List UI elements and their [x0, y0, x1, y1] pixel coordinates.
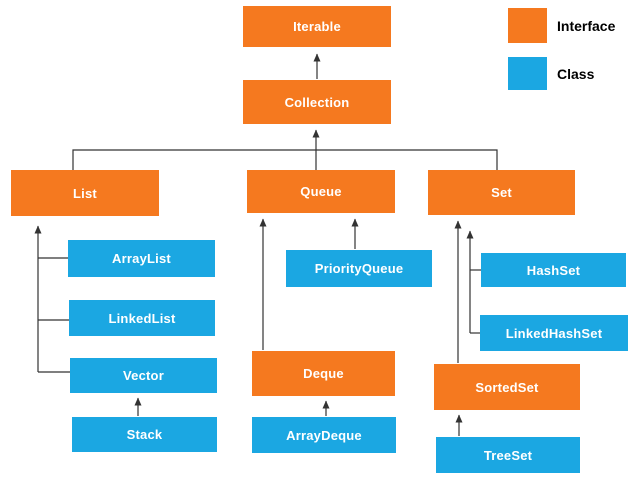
node-set: Set — [428, 170, 575, 215]
legend-label-interface: Interface — [557, 17, 616, 34]
node-arraydeque: ArrayDeque — [252, 417, 396, 453]
node-linkedhashset: LinkedHashSet — [480, 315, 628, 351]
legend-label-class: Class — [557, 65, 595, 82]
node-iterable: Iterable — [243, 6, 391, 47]
node-collection: Collection — [243, 80, 391, 124]
node-priorityqueue: PriorityQueue — [286, 250, 432, 287]
node-sortedset: SortedSet — [434, 364, 580, 410]
legend-swatch-interface — [508, 8, 547, 43]
node-hashset: HashSet — [481, 253, 626, 287]
node-list: List — [11, 170, 159, 216]
node-treeset: TreeSet — [436, 437, 580, 473]
node-linkedlist: LinkedList — [69, 300, 215, 336]
node-queue: Queue — [247, 170, 395, 213]
node-arraylist: ArrayList — [68, 240, 215, 277]
node-vector: Vector — [70, 358, 217, 393]
node-stack: Stack — [72, 417, 217, 452]
node-deque: Deque — [252, 351, 395, 396]
legend-swatch-class — [508, 57, 547, 90]
